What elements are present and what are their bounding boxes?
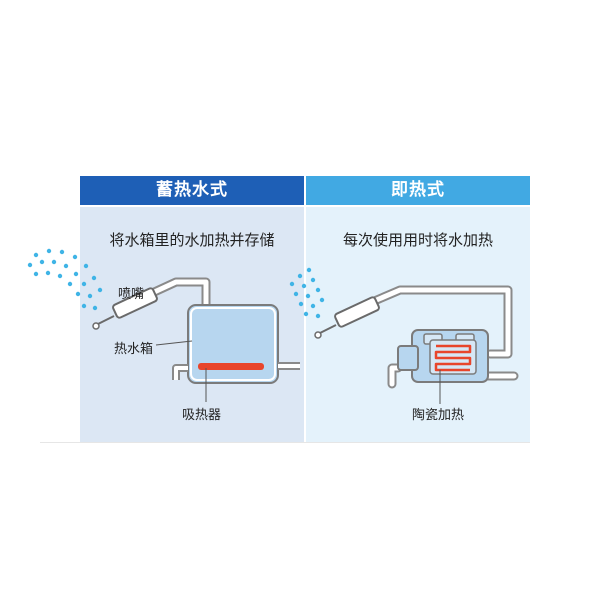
tank-label: 热水箱 xyxy=(114,342,154,357)
water-tank-icon xyxy=(187,304,279,384)
bottom-divider xyxy=(40,442,530,443)
instant-nozzle-icon xyxy=(314,296,380,339)
instant-title: 即热式 xyxy=(306,176,530,205)
instant-description: 每次使用用时将水加热 xyxy=(342,231,493,249)
ceramic-heater-icon xyxy=(397,329,489,383)
nozzle-icon xyxy=(92,287,158,330)
instant-panel: 即热式 每次使用用时将水加热 xyxy=(306,176,530,442)
storage-description: 将水箱里的水加热并存储 xyxy=(109,231,275,249)
storage-title: 蓄热水式 xyxy=(80,176,304,205)
nozzle-label: 喷嘴 xyxy=(118,287,145,302)
ceramic-label: 陶瓷加热 xyxy=(412,408,465,423)
heater-element xyxy=(198,363,264,370)
heater-label: 吸热器 xyxy=(182,408,222,423)
instant-spray-icon xyxy=(289,267,325,319)
storage-spray-icon xyxy=(27,248,103,311)
